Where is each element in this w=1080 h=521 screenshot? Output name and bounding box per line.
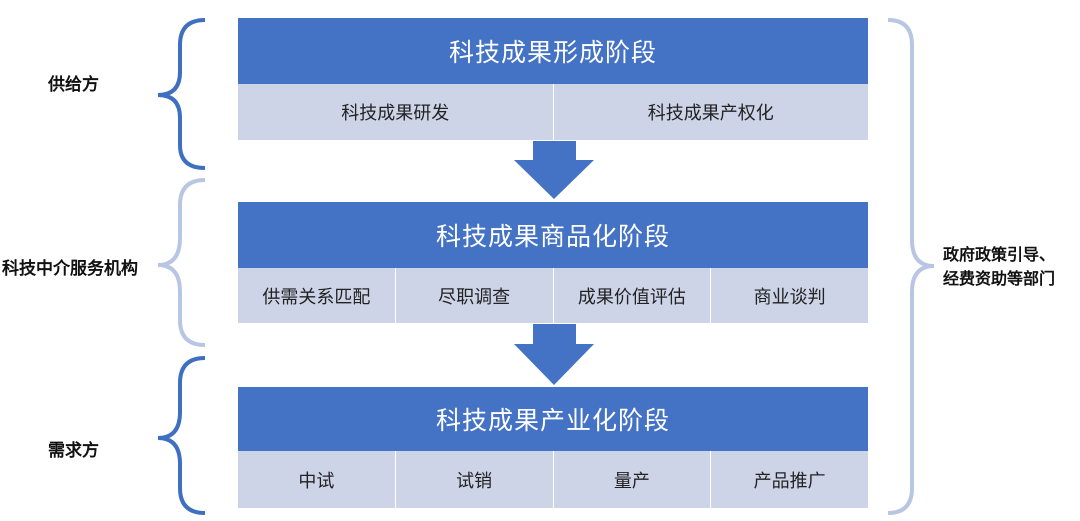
stage-2-item: 尽职调查 [394, 268, 553, 323]
stage-3-items: 中试 试销 量产 产品推广 [238, 451, 868, 508]
stage-3-item: 量产 [552, 451, 711, 508]
demand-label: 需求方 [48, 441, 99, 461]
stage-3-title: 科技成果产业化阶段 [435, 406, 670, 435]
stage-3-item: 试销 [394, 451, 553, 508]
government-label-line-2: 经费资助等部门 [943, 269, 1056, 288]
stage-1-items: 科技成果研发 科技成果产权化 [238, 84, 868, 140]
government-label: 政府政策引导、 经费资助等部门 [943, 243, 1055, 291]
intermediary-label: 科技中介服务机构 [2, 259, 138, 279]
government-label-line-1: 政府政策引导、 [943, 245, 1056, 264]
stage-1-item: 科技成果产权化 [552, 84, 869, 140]
supply-brace [157, 18, 206, 170]
stage-2-header: 科技成果商品化阶段 [238, 202, 868, 268]
stage-2-items: 供需关系匹配 尽职调查 成果价值评估 商业谈判 [238, 268, 868, 323]
stage-3-header: 科技成果产业化阶段 [238, 387, 868, 451]
stage-3-item: 产品推广 [710, 451, 868, 508]
stage-1-item: 科技成果研发 [341, 103, 450, 124]
stage-2-title: 科技成果商品化阶段 [435, 222, 670, 251]
intermediary-brace [157, 178, 206, 347]
stage-2-item: 供需关系匹配 [262, 286, 371, 308]
demand-brace [157, 356, 206, 515]
supply-label: 供给方 [48, 75, 99, 95]
stage-2-item: 成果价值评估 [552, 268, 711, 323]
stage-3-item: 中试 [298, 470, 335, 492]
government-brace [887, 18, 935, 515]
stage-1-title: 科技成果形成阶段 [448, 38, 657, 67]
down-arrow-2 [514, 324, 594, 385]
stage-1-header: 科技成果形成阶段 [238, 18, 868, 84]
stage-2-item: 商业谈判 [710, 268, 868, 323]
down-arrow-1 [514, 141, 594, 199]
